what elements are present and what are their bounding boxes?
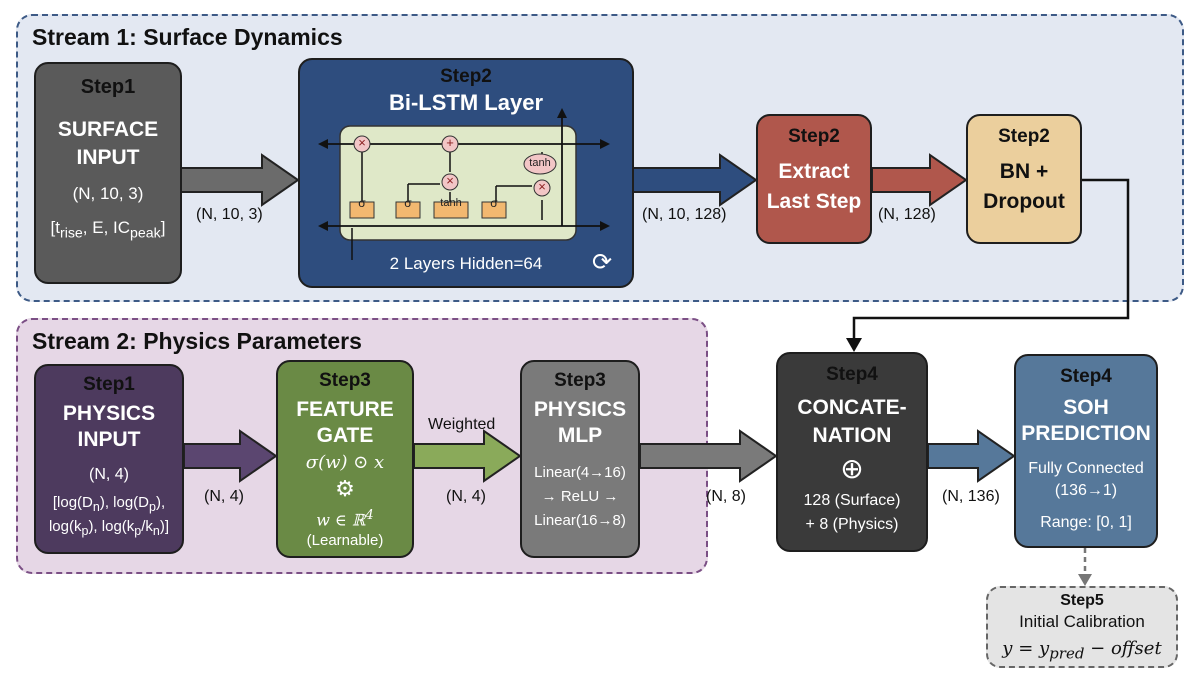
surface-input-line1: SURFACE: [57, 118, 159, 141]
surface-input-line2: INPUT: [76, 146, 140, 169]
calib-formula: y = ypred − offset: [1002, 638, 1162, 663]
bn-dropout-box: Step2 BN + Dropout: [966, 114, 1082, 244]
feature-gate-line1: FEATURE: [296, 398, 394, 421]
lstm-gate-forget: σ: [358, 196, 366, 210]
soh-l3: Range: [0, 1]: [1040, 514, 1132, 531]
arrow-concat-to-soh: [927, 429, 1016, 483]
bilstm-step: Step2: [440, 66, 492, 87]
recurrent-cycle-icon: ⟳: [592, 249, 613, 276]
extract-line2: Last Step: [766, 190, 862, 213]
connector-soh-to-calib-head: [1078, 574, 1092, 586]
extract-box: Step2 Extract Last Step: [756, 114, 872, 244]
feature-gate-line2: GATE: [316, 424, 374, 447]
lstm-op-multiply-2: ×: [446, 173, 454, 188]
bn-line2: Dropout: [983, 190, 1065, 213]
physics-mlp-line2: MLP: [557, 424, 603, 447]
gear-icon: ⚙: [335, 476, 355, 501]
feature-gate-param: w ∈ ℝ4: [316, 508, 374, 530]
arrow-label-a6: (N, 8): [706, 488, 746, 505]
surface-input-step: Step1: [80, 76, 136, 98]
soh-line2: PREDICTION: [1021, 422, 1151, 445]
physics-input-line1: PHYSICS: [62, 402, 156, 425]
arrow-label-a5: (N, 4): [446, 488, 486, 505]
concat-l2: + 8 (Physics): [805, 516, 899, 533]
physics-input-shape: (N, 4): [89, 466, 129, 483]
surface-input-box: Step1 SURFACE INPUT (N, 10, 3) [trise, E…: [34, 62, 182, 284]
feature-gate-step: Step3: [319, 370, 371, 391]
physics-input-features-2: log(kp), log(kp/kn)]: [48, 518, 170, 538]
connector-bn-to-concat: [852, 178, 1130, 340]
lstm-op-add: +: [446, 135, 454, 150]
physics-mlp-step: Step3: [554, 370, 606, 391]
arrow-label-a4: (N, 4): [204, 488, 244, 505]
physics-input-box: Step1 PHYSICS INPUT (N, 4) [log(Dn), log…: [34, 364, 184, 554]
stream-1-title: Stream 1: Surface Dynamics: [32, 24, 343, 50]
lstm-op-multiply-3: ×: [538, 179, 546, 194]
arrow-label-a7: (N, 136): [942, 488, 1000, 505]
calibration-box: Step5 Initial Calibration y = ypred − of…: [986, 586, 1178, 668]
bn-step: Step2: [998, 126, 1050, 147]
surface-input-features: [trise, E, ICpeak]: [50, 218, 166, 242]
soh-box: Step4 SOH PREDICTION Fully Connected (13…: [1014, 354, 1158, 548]
stream-2-title: Stream 2: Physics Parameters: [32, 328, 362, 354]
concat-l1: 128 (Surface): [803, 492, 901, 509]
physics-mlp-l2: → ReLU →: [541, 488, 619, 505]
arrow-label-a2: (N, 10, 128): [642, 206, 727, 223]
concat-step: Step4: [826, 364, 878, 385]
arrow-mlp-to-concat: [639, 429, 778, 483]
lstm-op-tanh: tanh: [529, 157, 551, 169]
soh-step: Step4: [1060, 366, 1112, 387]
extract-line1: Extract: [778, 160, 850, 183]
feature-gate-box: Step3 FEATURE GATE σ(w) ⊙ x ⚙ w ∈ ℝ4 (Le…: [276, 360, 414, 558]
physics-mlp-l3: Linear(16→8): [534, 512, 626, 529]
physics-input-line2: INPUT: [77, 428, 141, 451]
arrow-physics-to-gate: [183, 429, 278, 483]
arrow-extract-to-bn: [871, 153, 968, 207]
bilstm-title: Bi-LSTM Layer: [388, 90, 544, 115]
physics-input-features-1: [log(Dn), log(Dp),: [52, 494, 166, 514]
soh-line1: SOH: [1063, 396, 1109, 419]
arrow-label-a3: (N, 128): [878, 206, 936, 223]
lstm-cell-diagram: [318, 108, 610, 260]
calib-step: Step5: [1060, 592, 1104, 609]
lstm-op-multiply-1: ×: [358, 135, 366, 150]
concat-line2: NATION: [812, 424, 892, 447]
feature-gate-note: (Learnable): [306, 532, 384, 549]
connector-bn-to-concat-head: [846, 338, 862, 352]
bilstm-box: Step2 Bi-LSTM Layer 2 Layers Hidden=64: [298, 58, 634, 288]
arrow-surface-to-lstm: [179, 153, 300, 207]
surface-input-shape: (N, 10, 3): [72, 184, 144, 203]
arrow-label-a1: (N, 10, 3): [196, 206, 263, 223]
soh-l2: (136→1): [1054, 482, 1118, 499]
physics-mlp-box: Step3 PHYSICS MLP Linear(4→16) → ReLU → …: [520, 360, 640, 558]
calib-line1: Initial Calibration: [1019, 612, 1145, 631]
extract-step: Step2: [788, 126, 840, 147]
concat-box: Step4 CONCATE- NATION ⊕ 128 (Surface) + …: [776, 352, 928, 552]
physics-mlp-line1: PHYSICS: [533, 398, 627, 421]
physics-input-step: Step1: [83, 374, 135, 395]
soh-l1: Fully Connected: [1028, 460, 1144, 477]
lstm-gate-output: σ: [490, 196, 498, 210]
concat-symbol: ⊕: [840, 453, 864, 484]
lstm-gate-tanh: tanh: [440, 197, 462, 209]
lstm-gate-input: σ: [404, 196, 412, 210]
bn-line1: BN +: [999, 160, 1049, 183]
feature-gate-formula: σ(w) ⊙ x: [305, 452, 385, 473]
physics-mlp-l1: Linear(4→16): [534, 464, 626, 481]
bilstm-caption: 2 Layers Hidden=64: [389, 254, 543, 273]
arrow-label-a5-weighted: Weighted: [428, 416, 496, 433]
concat-line1: CONCATE-: [797, 396, 907, 419]
arrow-gate-to-mlp: [413, 429, 522, 483]
arrow-lstm-to-extract: [631, 153, 758, 207]
